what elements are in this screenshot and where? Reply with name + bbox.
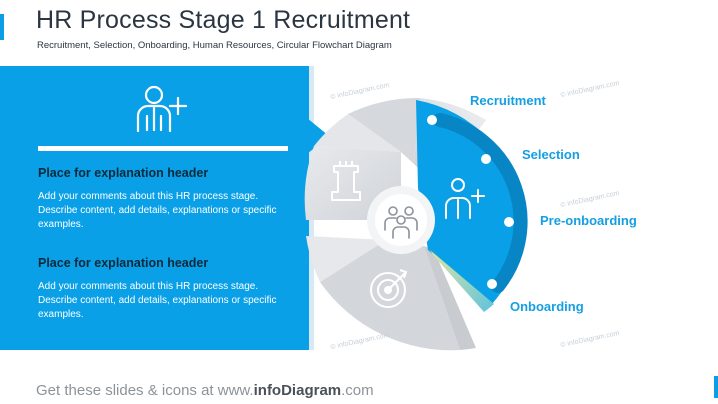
stage-label-recruitment: Recruitment [470,93,546,108]
target-arrow-icon [370,269,408,308]
explanation-header: Place for explanation header [38,256,209,270]
people-group-icon [384,206,418,239]
page-title: HR Process Stage 1 Recruitment [36,6,411,34]
stage-dot-recruitment [427,115,437,125]
segment-lower-left [306,236,386,282]
explanation-header: Place for explanation header [38,166,209,180]
stage-dot-selection [481,154,491,164]
stage-dot-pre-onboarding [504,217,514,227]
stage-label-selection: Selection [522,147,580,162]
panel-divider [38,146,288,151]
add-user-icon [445,178,485,219]
explanation-text: Add your comments about this HR process … [38,191,277,230]
stage-label-pre-onboarding: Pre-onboarding [540,213,637,228]
segment-lower [320,240,460,351]
stage-dot-onboarding [487,279,497,289]
explanation-block-2: Place for explanation header Add your co… [38,256,288,322]
segment-glow [430,250,494,312]
segment-upper [348,97,420,164]
title-accent-bar [0,14,4,40]
page-subtitle: Recruitment, Selection, Onboarding, Huma… [37,40,392,51]
footer-brand: infoDiagram [253,382,342,399]
footer-credit: Get these slides & icons at www.infoDiag… [36,382,374,399]
segment-left [314,114,401,152]
corner-accent [714,376,718,398]
chess-rook-icon [331,161,361,201]
footer-prefix: Get these slides & icons at www. [36,382,254,399]
circular-flowchart [304,97,528,351]
stage-label-onboarding: Onboarding [510,299,584,314]
center-hub-inner [375,194,427,246]
segment-bottom [424,246,476,350]
footer-suffix: .com [341,382,374,399]
progress-track [433,113,528,293]
explanation-text: Add your comments about this HR process … [38,281,277,320]
explanation-block-1: Place for explanation header Add your co… [38,166,288,232]
add-user-icon [136,85,188,133]
